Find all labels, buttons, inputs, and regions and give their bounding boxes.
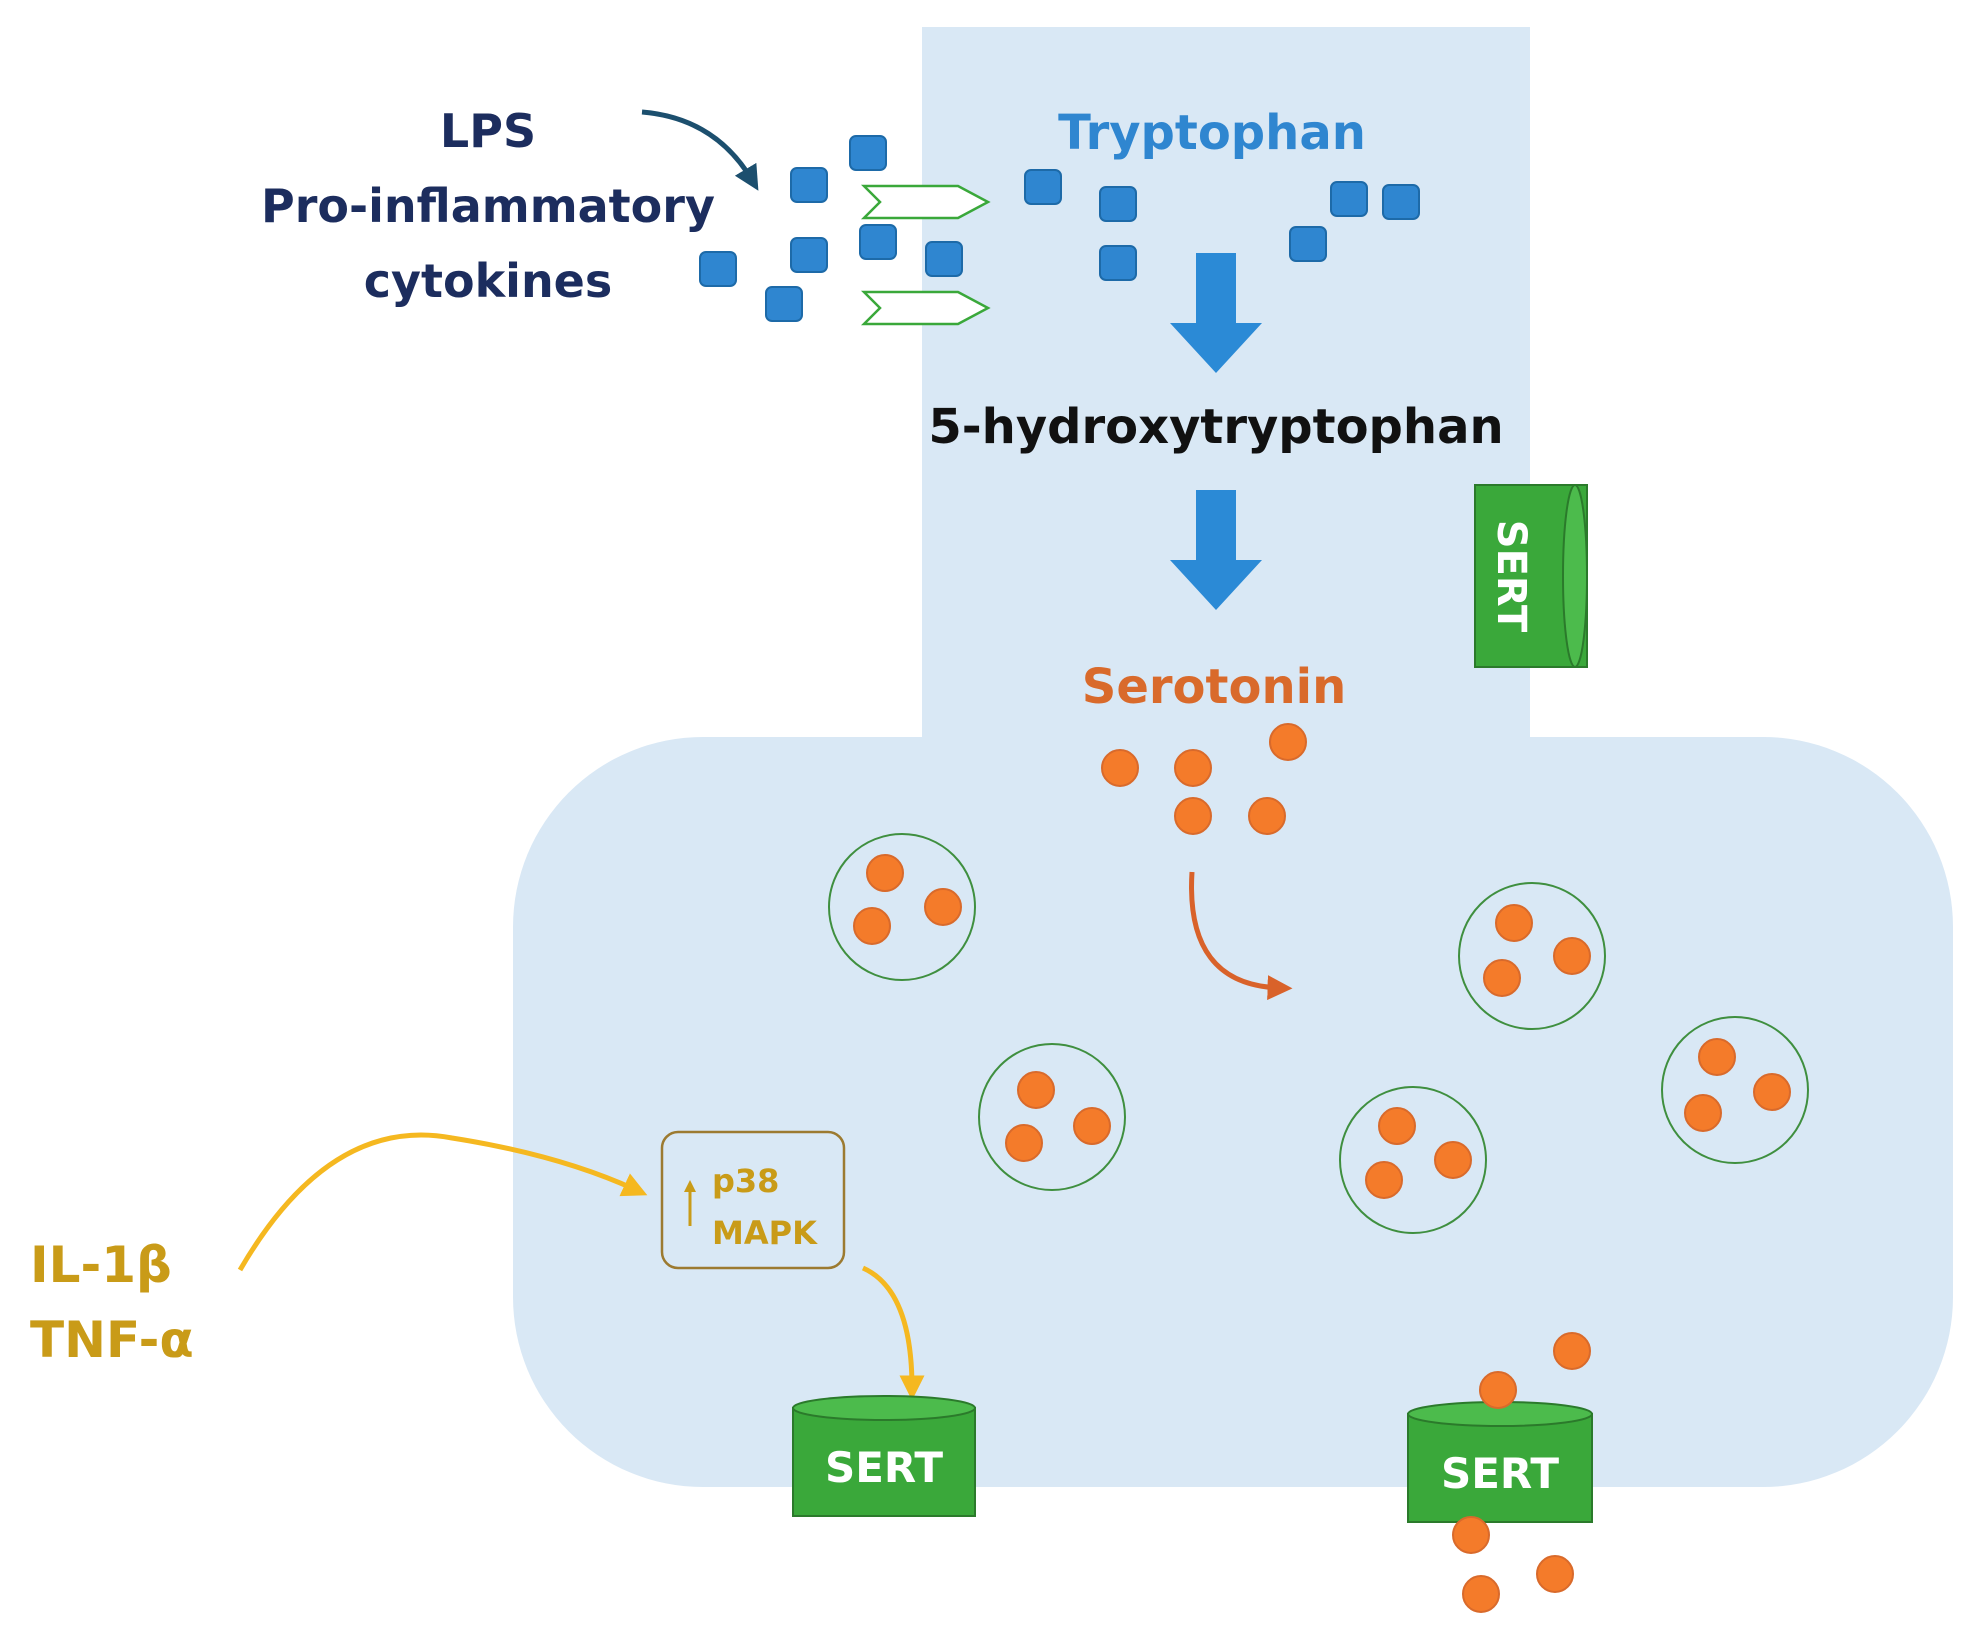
serotonin-molecule — [1462, 1575, 1500, 1613]
sert-transporter-bottom-right — [1407, 1401, 1593, 1523]
transporter-chevron — [860, 184, 991, 220]
serotonin-molecule — [1553, 1332, 1591, 1370]
tryptophan-molecule — [1099, 186, 1137, 222]
sert-transporter-bottom-left — [792, 1395, 976, 1517]
mapk-label: MAPK — [712, 1214, 818, 1252]
tryptophan-molecule — [699, 251, 737, 287]
serotonin-molecule — [1269, 723, 1307, 761]
serotonin-molecule — [1479, 1371, 1517, 1409]
sert-transporter-right — [1474, 484, 1588, 668]
vesicle — [1458, 882, 1606, 1030]
sert-right-label: SERT — [1488, 520, 1534, 633]
tryptophan-molecule — [1330, 181, 1368, 217]
p38-to-sert-arrow — [861, 1265, 925, 1401]
vesicles — [828, 833, 1809, 1234]
tryptophan-molecule — [765, 286, 803, 322]
cytokine-to-p38-arrow — [237, 1132, 648, 1272]
tryptophan-molecule — [1099, 245, 1137, 281]
transporter-chevron — [860, 290, 991, 326]
p38-label: p38 — [712, 1162, 779, 1200]
tryptophan-molecule — [925, 241, 963, 277]
vesicle — [1339, 1086, 1487, 1234]
serotonin-molecules — [1101, 723, 1307, 835]
cytokines-label: cytokines — [364, 254, 613, 308]
tryptophan-molecule — [1382, 184, 1420, 220]
sert-bottom-left-label: SERT — [825, 1443, 943, 1492]
vesicle — [828, 833, 976, 981]
p38-mapk-box — [660, 1130, 846, 1270]
tryptophan-label: Tryptophan — [1058, 105, 1366, 161]
lps-label: LPS — [440, 104, 536, 158]
serotonin-molecule — [1174, 797, 1212, 835]
serotonin-molecule — [1174, 749, 1212, 787]
serotonin-molecule — [1452, 1516, 1490, 1554]
tryptophan-to-5htp-arrow — [1170, 253, 1262, 373]
sert-bottom-right-label: SERT — [1441, 1449, 1559, 1498]
5-hydroxytryptophan-label: 5-hydroxytryptophan — [928, 399, 1503, 455]
reuptake-serotonin-molecules — [1452, 1332, 1591, 1613]
tryptophan-molecule — [859, 224, 897, 260]
vesicle — [978, 1043, 1126, 1191]
serotonin-packaging-arrow — [1189, 871, 1293, 1001]
tryptophan-transporters — [860, 184, 991, 326]
tryptophan-molecule — [790, 237, 828, 273]
serotonin-molecule — [1248, 797, 1286, 835]
tryptophan-molecules — [699, 135, 1420, 322]
lps-arrow — [641, 109, 759, 191]
vesicle — [1661, 1016, 1809, 1164]
tryptophan-molecule — [1024, 169, 1062, 205]
tryptophan-molecule — [1289, 226, 1327, 262]
serotonin-label: Serotonin — [1082, 659, 1347, 715]
5htp-to-serotonin-arrow — [1170, 490, 1262, 610]
tryptophan-molecule — [849, 135, 887, 171]
tryptophan-molecule — [790, 167, 828, 203]
proinflammatory-label: Pro-inflammatory — [261, 179, 715, 233]
serotonin-molecule — [1536, 1555, 1574, 1593]
tnfa-label: TNF-α — [30, 1311, 194, 1369]
serotonin-molecule — [1101, 749, 1139, 787]
il1b-label: IL-1β — [30, 1236, 172, 1294]
